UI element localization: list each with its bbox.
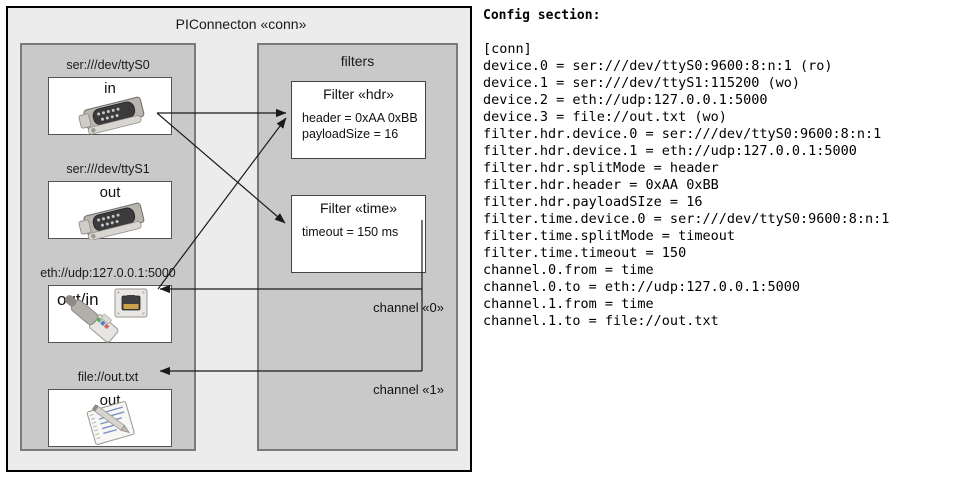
config-line: filter.hdr.device.0 = ser:///dev/ttyS0:9…	[483, 126, 882, 142]
device-box-eth[interactable]: out/in	[48, 285, 172, 343]
serial-port-icon	[49, 78, 171, 135]
config-heading: Config section:	[483, 8, 601, 23]
config-line: filter.hdr.payloadSIze = 16	[483, 194, 703, 210]
ethernet-jack-icon	[49, 286, 171, 343]
config-line: filter.hdr.header = 0xAA 0xBB	[483, 177, 719, 193]
config-line: device.1 = ser:///dev/ttyS1:115200 (wo)	[483, 75, 800, 91]
page-title: PIConnecton «conn»	[175, 16, 307, 32]
device-box-file[interactable]: out	[48, 389, 172, 447]
filter-attr: timeout = 150 ms	[302, 225, 399, 239]
config-line: device.3 = file://out.txt (wo)	[483, 109, 727, 125]
filter-attrs-time: timeout = 150 ms	[302, 224, 398, 240]
device-label-ttys0: ser:///dev/ttyS0	[66, 58, 150, 72]
config-line: [conn]	[483, 41, 532, 57]
filter-attrs-hdr: header = 0xAA 0xBB payloadSize = 16	[302, 110, 418, 142]
channel-label-0: channel «0»	[373, 300, 444, 315]
filter-box-hdr[interactable]: Filter «hdr» header = 0xAA 0xBB payloadS…	[291, 81, 426, 159]
config-line: filter.time.device.0 = ser:///dev/ttyS0:…	[483, 211, 890, 227]
connector-diagram: PIConnecton «conn» ser:///dev/ttyS0 in	[6, 6, 472, 472]
device-box-ttys1[interactable]: out	[48, 181, 172, 241]
config-line: channel.0.from = time	[483, 262, 654, 278]
text-document-icon	[49, 390, 171, 446]
config-line: device.2 = eth://udp:127.0.0.1:5000	[483, 92, 768, 108]
filter-title-hdr: Filter «hdr»	[323, 86, 394, 102]
filter-attr: header = 0xAA 0xBB	[302, 111, 418, 125]
config-line: channel.1.from = time	[483, 296, 654, 312]
config-line: filter.time.splitMode = timeout	[483, 228, 735, 244]
filters-panel-title: filters	[340, 53, 375, 69]
filter-attr: payloadSize = 16	[302, 127, 399, 141]
config-line: device.0 = ser:///dev/ttyS0:9600:8:n:1 (…	[483, 58, 833, 74]
config-line: filter.time.timeout = 150	[483, 245, 687, 261]
filters-panel: filters Filter «hdr» header = 0xAA 0xBB …	[257, 43, 458, 451]
config-line: filter.hdr.device.1 = eth://udp:127.0.0.…	[483, 143, 857, 159]
filter-box-time[interactable]: Filter «time» timeout = 150 ms	[291, 195, 426, 273]
devices-panel: ser:///dev/ttyS0 in	[20, 43, 196, 451]
filter-title-time: Filter «time»	[319, 200, 398, 216]
device-label-file: file://out.txt	[77, 370, 139, 384]
config-text[interactable]: [conn]device.0 = ser:///dev/ttyS0:9600:8…	[483, 41, 889, 330]
device-box-ttys0[interactable]: in	[48, 77, 172, 135]
device-label-eth: eth://udp:127.0.0.1:5000	[40, 266, 176, 280]
config-line: channel.1.to = file://out.txt	[483, 313, 719, 329]
config-line: filter.hdr.splitMode = header	[483, 160, 719, 176]
channel-label-1: channel «1»	[373, 382, 444, 397]
device-label-ttys1: ser:///dev/ttyS1	[66, 162, 150, 176]
config-line: channel.0.to = eth://udp:127.0.0.1:5000	[483, 279, 800, 295]
config-section: Config section: [conn]device.0 = ser:///…	[483, 0, 964, 484]
serial-port-icon	[49, 182, 171, 241]
